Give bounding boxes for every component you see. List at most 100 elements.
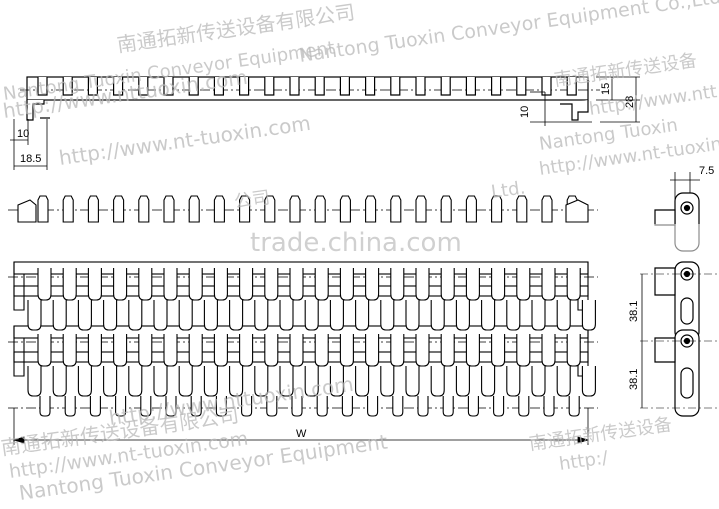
plan-link xyxy=(380,300,395,331)
plan-bottom-tab xyxy=(115,396,127,417)
plan-tooth xyxy=(491,195,503,223)
dim-label-28: 28 xyxy=(624,96,636,108)
plan-link xyxy=(506,366,521,397)
plan-link xyxy=(188,268,203,301)
plan-link xyxy=(239,268,254,301)
plan-link xyxy=(339,268,354,301)
plan-link xyxy=(229,366,244,397)
plan-link xyxy=(481,300,496,331)
plan-link xyxy=(516,268,531,301)
plan-link xyxy=(52,366,67,397)
plan-link-row xyxy=(37,334,581,367)
plan-bottom-tab xyxy=(442,396,454,417)
watermark-bottom-right-http: http:/ xyxy=(558,447,610,475)
dimension-labels: 10 18.5 10 15 28 7.5 38.1 38.1 W xyxy=(17,83,714,440)
dim-label-10-right: 10 xyxy=(519,106,531,118)
plan-link xyxy=(279,300,294,331)
plan-link xyxy=(203,366,218,397)
plan-link xyxy=(380,366,395,397)
top-tooth xyxy=(365,77,376,96)
plan-tooth xyxy=(541,195,553,223)
top-tooth xyxy=(390,77,401,96)
plan-link-row xyxy=(27,300,596,331)
top-profile-teeth xyxy=(37,77,577,96)
top-profile-view xyxy=(20,76,600,121)
brand-watermark-text: trade.china.com xyxy=(250,228,462,258)
top-tooth xyxy=(239,77,250,96)
plan-link xyxy=(37,268,52,301)
plan-link xyxy=(188,334,203,367)
plan-tooth xyxy=(87,195,99,223)
plan-link xyxy=(531,300,546,331)
plan-link xyxy=(556,366,571,397)
plan-link xyxy=(465,334,480,367)
plan-link xyxy=(163,334,178,367)
top-tooth xyxy=(62,77,73,96)
plan-link xyxy=(27,366,42,397)
plan-link xyxy=(581,366,596,397)
top-tooth xyxy=(37,77,48,96)
plan-link xyxy=(37,334,52,367)
plan-module-rows xyxy=(13,195,596,417)
top-tooth xyxy=(163,77,174,96)
plan-link xyxy=(430,366,445,397)
plan-link xyxy=(113,334,128,367)
plan-bottom-tab xyxy=(266,396,278,417)
plan-link xyxy=(339,334,354,367)
plan-link xyxy=(455,300,470,331)
plan-link xyxy=(138,334,153,367)
plan-bottom-tab xyxy=(165,396,177,417)
plan-link xyxy=(87,334,102,367)
plan-tooth xyxy=(440,195,452,223)
top-tooth xyxy=(516,77,527,96)
plan-link xyxy=(62,334,77,367)
plan-link xyxy=(455,366,470,397)
plan-tooth xyxy=(138,195,150,223)
plan-tooth xyxy=(62,195,74,223)
top-tooth xyxy=(566,77,577,96)
dim-label-38-1-upper: 38.1 xyxy=(628,301,640,322)
plan-link xyxy=(541,334,556,367)
plan-link xyxy=(314,334,329,367)
plan-link xyxy=(77,366,92,397)
top-tooth xyxy=(541,77,552,96)
watermark-frag-ltd: Ltd. xyxy=(490,177,527,203)
plan-tooth xyxy=(213,195,225,223)
plan-bottom-tab xyxy=(140,396,152,417)
plan-link xyxy=(415,268,430,301)
plan-link xyxy=(213,268,228,301)
plan-bottom-tab xyxy=(493,396,505,417)
plan-link xyxy=(531,366,546,397)
watermark-frag-gongsi: 公司 xyxy=(233,187,272,213)
plan-link xyxy=(128,366,143,397)
top-tooth xyxy=(491,77,502,96)
top-dimension-lines xyxy=(10,76,640,170)
top-tooth xyxy=(87,77,98,96)
plan-link xyxy=(304,366,319,397)
top-tooth xyxy=(213,77,224,96)
plan-link xyxy=(138,268,153,301)
dim-label-18-5: 18.5 xyxy=(20,153,41,165)
dim-label-38-1-lower: 38.1 xyxy=(628,369,640,390)
plan-link xyxy=(279,366,294,397)
plan-link xyxy=(355,300,370,331)
plan-link xyxy=(581,300,596,331)
plan-bottom-tab xyxy=(417,396,429,417)
width-dimension xyxy=(12,408,590,445)
plan-tooth xyxy=(37,195,49,223)
plan-tooth xyxy=(465,195,477,223)
plan-tooth xyxy=(163,195,175,223)
top-tooth xyxy=(314,77,325,96)
plan-link xyxy=(254,366,269,397)
top-tooth xyxy=(188,77,199,96)
top-tooth xyxy=(465,77,476,96)
plan-bottom-tab xyxy=(241,396,253,417)
plan-link xyxy=(566,268,581,301)
plan-link xyxy=(87,268,102,301)
plan-link xyxy=(304,300,319,331)
watermark-url-2: http://www.nt-tuoxin.com xyxy=(57,111,312,170)
top-right-hook xyxy=(560,100,589,121)
plan-link xyxy=(491,334,506,367)
plan-link xyxy=(390,334,405,367)
